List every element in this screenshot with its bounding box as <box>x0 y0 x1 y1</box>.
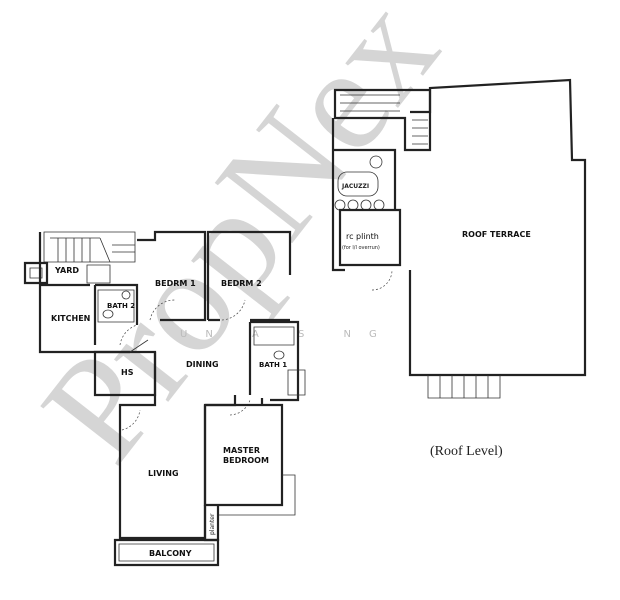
room-label-balcony: BALCONY <box>149 549 192 558</box>
label-jacuzzi: JACUZZI <box>341 183 369 190</box>
room-label-master-bedroom: BEDROOM <box>223 456 269 465</box>
label-plinth-note: (for l/l overrun) <box>342 245 380 251</box>
room-label-master: MASTER <box>223 446 260 455</box>
room-label-bath2: BATH 2 <box>107 302 135 310</box>
room-label-bedrm2: BEDRM 2 <box>221 279 262 288</box>
room-label-bedrm1: BEDRM 1 <box>155 279 196 288</box>
room-label-planter: planter <box>209 513 216 535</box>
unit-plan: YARD KITCHEN BATH 2 BEDRM 1 BEDRM 2 HS D… <box>23 230 306 567</box>
room-label-hs: HS <box>121 368 134 377</box>
room-label-dining: DINING <box>186 360 219 369</box>
room-label-kitchen: KITCHEN <box>51 314 90 323</box>
room-label-bath1: BATH 1 <box>259 361 287 369</box>
watermark-agent: UN A S NG <box>180 329 395 340</box>
roof-level-caption: (Roof Level) <box>430 444 503 459</box>
label-roof-terrace: ROOF TERRACE <box>462 230 531 239</box>
room-label-yard: YARD <box>54 266 79 275</box>
label-rc-plinth: rc plinth <box>346 232 379 241</box>
roof-plan: JACUZZI rc plinth (for l/l overrun) ROOF… <box>331 78 587 459</box>
room-label-living: LIVING <box>148 469 179 478</box>
